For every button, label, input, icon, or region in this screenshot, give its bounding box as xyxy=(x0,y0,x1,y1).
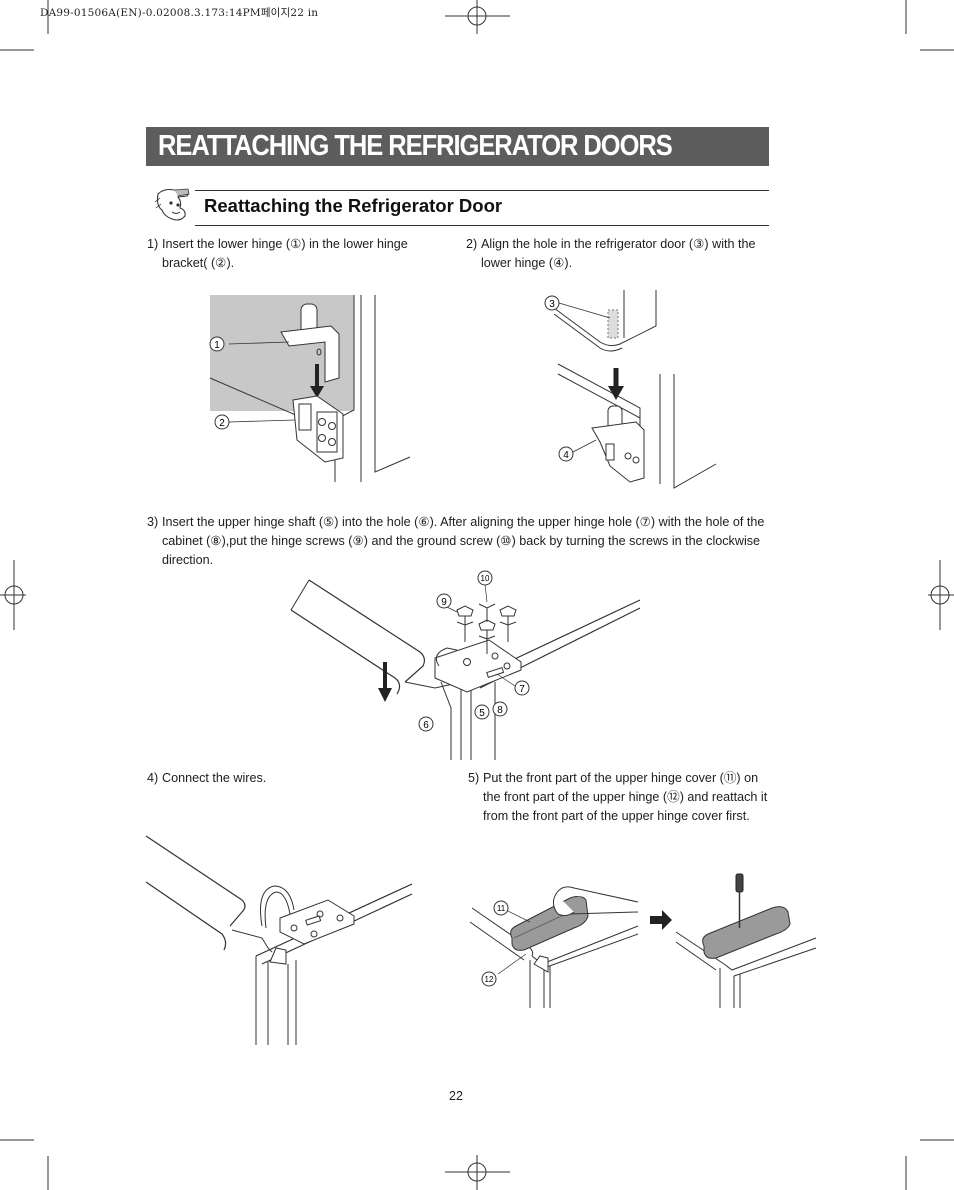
down-arrow xyxy=(310,386,324,398)
callout-8 xyxy=(492,701,508,717)
step-3: 3) Insert the upper hinge shaft (⑤) into… xyxy=(147,513,773,570)
figure-connect-wires xyxy=(145,835,413,1045)
callout-2 xyxy=(214,414,230,430)
registration-target-bottom xyxy=(445,1155,510,1190)
callout-12 xyxy=(481,971,497,987)
hinge-screws xyxy=(456,603,517,654)
step-5-number: 5) xyxy=(468,771,480,785)
registration-target-right xyxy=(928,560,954,630)
step-3-number: 3) xyxy=(147,515,159,529)
step-1: 1) Insert the lower hinge (①) in the low… xyxy=(147,235,437,273)
wires xyxy=(260,885,295,929)
print-header: DA99-01506A(EN)-0.02008.3.173:14PM페이지22 … xyxy=(40,7,319,19)
step-1-number: 1) xyxy=(147,237,159,251)
step-4-number: 4) xyxy=(147,771,159,785)
figure-upper-hinge: 9 10 7 5 8 6 xyxy=(290,570,641,760)
callout-8-label: 8 xyxy=(497,705,503,716)
step-2: 2) Align the hole in the refrigerator do… xyxy=(466,235,766,273)
upper-hinge-plate xyxy=(279,899,355,945)
figure-align-door: 3 4 xyxy=(544,290,717,489)
callout-6 xyxy=(418,716,434,732)
callout-10-label: 10 xyxy=(481,574,490,583)
lower-hinge-part xyxy=(280,303,340,383)
banner-title: REATTACHING THE REFRIGERATOR DOORS xyxy=(158,130,673,162)
callout-10 xyxy=(477,570,493,586)
figure-hinge-cover: 11 12 xyxy=(469,873,817,1008)
arrow-right-icon xyxy=(650,910,672,930)
hinge-cover-part xyxy=(510,895,589,951)
callout-1-label: 1 xyxy=(214,340,220,351)
callout-1 xyxy=(209,336,225,352)
callout-6-label: 6 xyxy=(423,720,429,731)
registration-target-top xyxy=(445,0,510,34)
hinge-cover-installed xyxy=(702,906,791,959)
page-banner: REATTACHING THE REFRIGERATOR DOORS xyxy=(146,127,769,166)
callout-11 xyxy=(493,900,509,916)
down-arrow xyxy=(378,688,392,702)
callout-5-label: 5 xyxy=(479,708,485,719)
section-title: Reattaching the Refrigerator Door xyxy=(204,195,503,216)
step-2-number: 2) xyxy=(466,237,478,251)
step-5-text: Put the front part of the upper hinge co… xyxy=(483,771,768,823)
door-hole xyxy=(607,309,619,339)
hand xyxy=(552,886,639,917)
step-5: 5) Put the front part of the upper hinge… xyxy=(468,769,773,826)
step-3-text: Insert the upper hinge shaft (⑤) into th… xyxy=(162,515,765,567)
callout-4 xyxy=(558,446,574,462)
down-arrow xyxy=(608,386,624,400)
step-4-text: Connect the wires. xyxy=(162,771,267,785)
figure-lower-hinge: 1 2 xyxy=(209,295,411,482)
section-rule-bottom xyxy=(195,225,769,226)
callout-7-label: 7 xyxy=(519,684,525,695)
lower-hinge-assembled xyxy=(591,405,645,483)
callout-3 xyxy=(544,295,560,311)
step-2-text: Align the hole in the refrigerator door … xyxy=(481,237,756,270)
callout-2-label: 2 xyxy=(219,418,225,429)
callout-3-label: 3 xyxy=(549,299,555,310)
section-rule-top xyxy=(195,190,769,191)
step-1-text: Insert the lower hinge (①) in the lower … xyxy=(162,237,408,270)
callout-9 xyxy=(436,593,452,609)
callout-5 xyxy=(474,704,490,720)
mascot-pointing-icon xyxy=(154,188,190,221)
callout-4-label: 4 xyxy=(563,450,569,461)
step-4: 4) Connect the wires. xyxy=(147,769,437,788)
registration-target-left xyxy=(0,560,26,630)
callout-7 xyxy=(514,680,530,696)
callout-12-label: 12 xyxy=(485,975,494,984)
callout-9-label: 9 xyxy=(441,597,447,608)
upper-hinge-plate xyxy=(434,639,522,693)
screwdriver-icon xyxy=(735,873,744,928)
callout-11-label: 11 xyxy=(497,904,506,913)
page-number: 22 xyxy=(449,1089,463,1103)
hinge-bracket xyxy=(292,395,344,463)
